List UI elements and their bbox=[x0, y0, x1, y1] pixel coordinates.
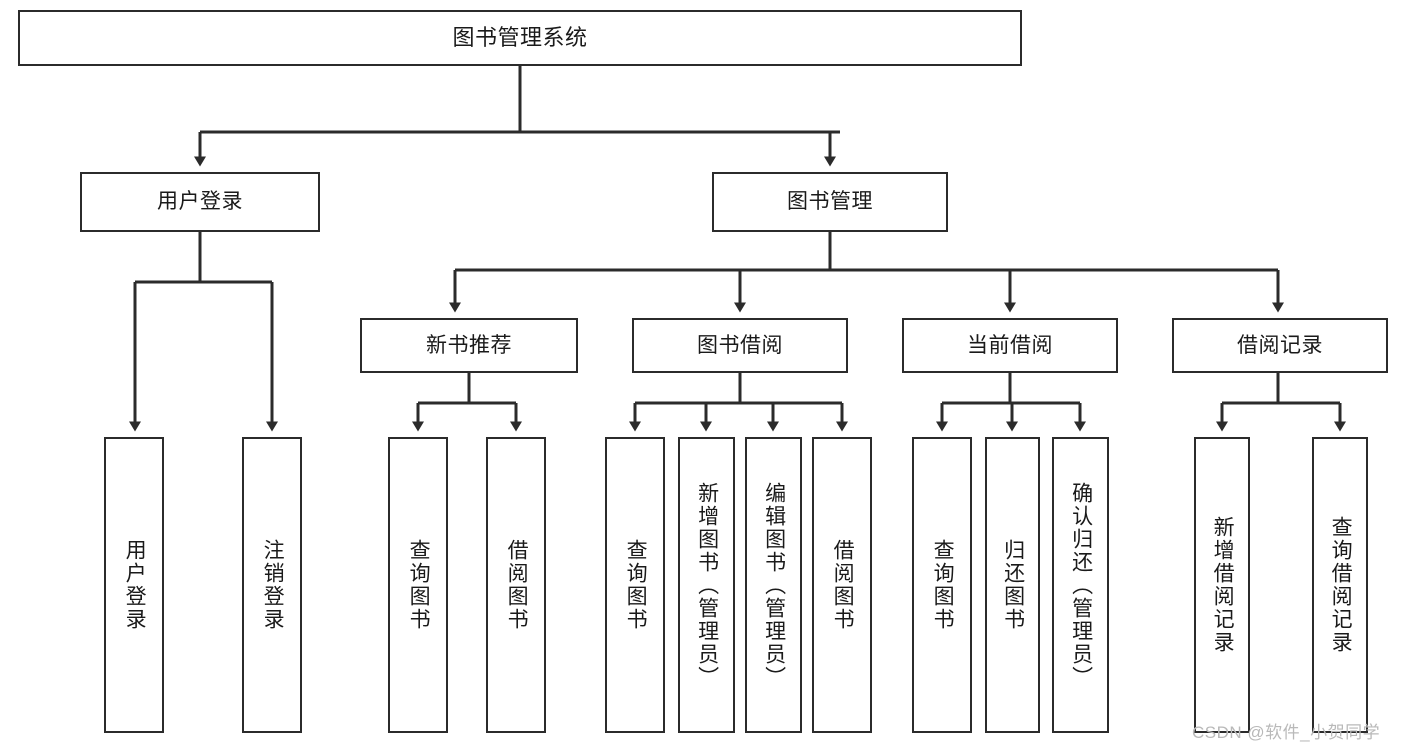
leaf-label: 查询图书 bbox=[407, 539, 431, 631]
node-current-borrow[interactable]: 当前借阅 bbox=[902, 318, 1118, 373]
leaf-user-login[interactable]: 用户登录 bbox=[104, 437, 164, 733]
node-borrow-record[interactable]: 借阅记录 bbox=[1172, 318, 1388, 373]
leaf-borrow-book-2[interactable]: 借阅图书 bbox=[812, 437, 872, 733]
leaf-label: 查询图书 bbox=[624, 539, 648, 631]
leaf-label: 借阅图书 bbox=[831, 539, 855, 631]
leaf-add-book[interactable]: 新增图书（管理员） bbox=[678, 437, 735, 733]
leaf-label: 确认归还（管理员） bbox=[1069, 481, 1093, 689]
node-user-login[interactable]: 用户登录 bbox=[80, 172, 320, 232]
node-root[interactable]: 图书管理系统 bbox=[18, 10, 1022, 66]
leaf-label: 编辑图书（管理员） bbox=[762, 481, 786, 689]
leaf-query-book-2[interactable]: 查询图书 bbox=[605, 437, 665, 733]
leaf-label: 注销登录 bbox=[261, 539, 285, 631]
leaf-label: 查询图书 bbox=[931, 539, 955, 631]
leaf-query-book-1[interactable]: 查询图书 bbox=[388, 437, 448, 733]
csdn-watermark: CSDN @软件_小贺同学 bbox=[1192, 723, 1381, 742]
leaf-return-book[interactable]: 归还图书 bbox=[985, 437, 1040, 733]
leaf-label: 借阅图书 bbox=[505, 539, 529, 631]
leaf-add-record[interactable]: 新增借阅记录 bbox=[1194, 437, 1250, 733]
node-book-borrow[interactable]: 图书借阅 bbox=[632, 318, 848, 373]
leaf-label: 查询借阅记录 bbox=[1329, 516, 1353, 654]
leaf-label: 归还图书 bbox=[1001, 539, 1025, 631]
leaf-query-book-3[interactable]: 查询图书 bbox=[912, 437, 972, 733]
leaf-logout-login[interactable]: 注销登录 bbox=[242, 437, 302, 733]
leaf-label: 新增借阅记录 bbox=[1211, 516, 1235, 654]
node-book-manage[interactable]: 图书管理 bbox=[712, 172, 948, 232]
leaf-label: 新增图书（管理员） bbox=[695, 481, 719, 689]
leaf-edit-book[interactable]: 编辑图书（管理员） bbox=[745, 437, 802, 733]
leaf-query-record[interactable]: 查询借阅记录 bbox=[1312, 437, 1368, 733]
leaf-borrow-book-1[interactable]: 借阅图书 bbox=[486, 437, 546, 733]
leaf-confirm-return[interactable]: 确认归还（管理员） bbox=[1052, 437, 1109, 733]
leaf-label: 用户登录 bbox=[123, 539, 147, 631]
node-new-book-recommend[interactable]: 新书推荐 bbox=[360, 318, 578, 373]
